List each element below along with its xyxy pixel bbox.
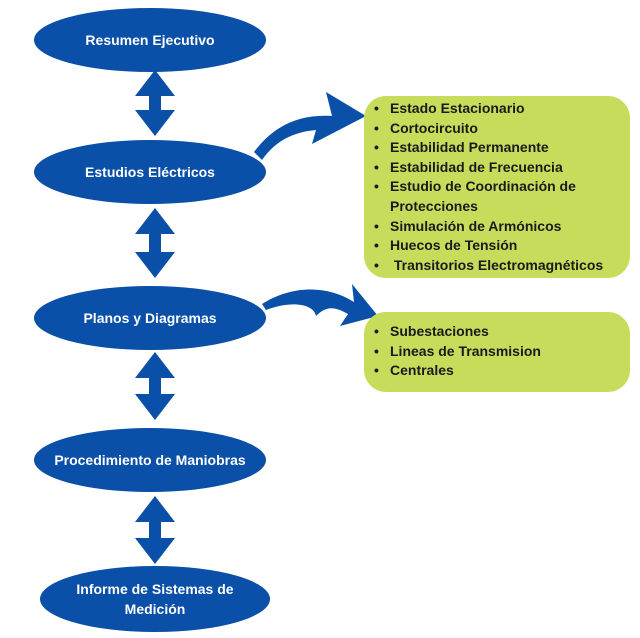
list-item: • Estado Estacionario [374, 99, 620, 119]
bullet-icon: • [374, 217, 379, 234]
flow-node-switching-procedure: Procedimiento de Maniobras [34, 428, 266, 492]
double-arrow-0-1 [135, 70, 175, 136]
list-item: • Lineas de Transmision [374, 342, 620, 362]
double-arrow-1-2 [135, 208, 175, 278]
flow-node-measurement-report: Informe de Sistemas de Medición [40, 566, 270, 632]
flow-node-label: Resumen Ejecutivo [85, 32, 215, 48]
studies-detail-box: • Estado Estacionario • Cortocircuito • Est… [364, 96, 630, 278]
list-item-label: Estado Estacionario [390, 100, 525, 116]
list-item-label: Estabilidad de Frecuencia [390, 158, 563, 175]
list-item: • Transitorios Electromagnéticos [374, 256, 620, 276]
flow-node-label: Planos y Diagramas [83, 310, 217, 326]
list-item-label: Cortocircuito [390, 119, 478, 136]
list-item-label: Estabilidad Permanente [390, 139, 549, 156]
double-arrow-2-3 [135, 352, 175, 420]
bullet-icon: • [374, 256, 379, 273]
bullet-icon: • [374, 237, 379, 254]
bullet-icon: • [374, 119, 379, 136]
list-item: • Huecos de Tensión [374, 236, 620, 256]
bullet-icon: • [374, 158, 379, 175]
bullet-icon: • [374, 342, 379, 359]
list-item: • Estudio de Coordinación de Protecciones [374, 177, 620, 216]
list-item-label: Simulación de Armónicos [390, 217, 562, 234]
flow-node-label: Procedimiento de Maniobras [54, 452, 246, 468]
list-item: • Subestaciones [374, 322, 620, 342]
list-item-label: Transitorios Electromagnéticos [390, 256, 604, 273]
flow-node-electrical-studies: Estudios Eléctricos [34, 140, 266, 204]
flow-node-plans-diagrams: Planos y Diagramas [34, 286, 266, 350]
list-item: • Estabilidad de Frecuencia [374, 158, 620, 178]
list-item-label: Centrales [390, 362, 454, 379]
bullet-icon: • [374, 178, 379, 195]
bullet-icon: • [374, 139, 379, 156]
bullet-icon: • [374, 323, 379, 339]
double-arrow-3-4 [135, 496, 175, 564]
bullet-icon: • [374, 362, 379, 379]
flow-node-label: Estudios Eléctricos [85, 164, 215, 180]
flow-node-label: Informe de Sistemas de Medición [76, 581, 234, 617]
list-item: • Centrales [374, 361, 620, 381]
plans-list: • Subestaciones • Lineas de Transmision • C… [374, 322, 620, 381]
list-item-label: Lineas de Transmision [390, 342, 541, 359]
flow-node-executive-summary: Resumen Ejecutivo [34, 8, 266, 72]
curved-arrow-plans [262, 284, 378, 326]
bullet-icon: • [374, 100, 379, 116]
curved-arrow-studies [254, 92, 366, 160]
list-item: • Simulación de Armónicos [374, 217, 620, 237]
list-item: • Cortocircuito [374, 119, 620, 139]
list-item-label: Huecos de Tensión [390, 237, 518, 254]
list-item-label: Subestaciones [390, 323, 489, 339]
list-item-label: Estudio de Coordinación de Protecciones [390, 178, 576, 214]
list-item: • Estabilidad Permanente [374, 138, 620, 158]
studies-list: • Estado Estacionario • Cortocircuito • Est… [374, 99, 620, 275]
plans-detail-box: • Subestaciones • Lineas de Transmision • C… [364, 312, 630, 392]
